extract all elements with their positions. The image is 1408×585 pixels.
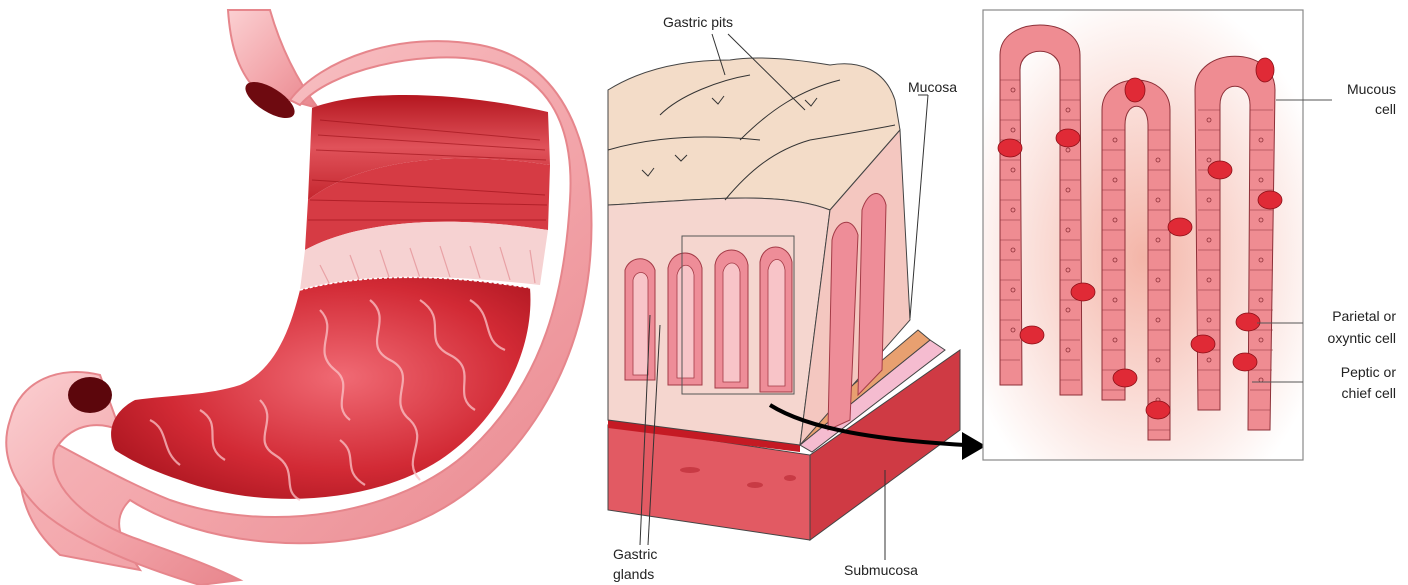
label-parietal-1: Parietal or [1290,308,1396,325]
label-mucous-cell-2: cell [1310,101,1396,118]
label-mucous-cell-1: Mucous [1310,81,1396,98]
pylorus-opening [68,377,112,413]
stomach-drawing [0,0,600,585]
label-submucosa: Submucosa [844,562,918,579]
label-gastric-pits: Gastric pits [663,14,733,31]
label-mucosa: Mucosa [908,79,957,96]
label-parietal-2: oxyntic cell [1290,330,1396,347]
label-gastric-glands-1: Gastric [613,546,657,563]
gastric-wall-diagram: Gastric pits Mucosa Gastric glands Submu… [600,0,990,585]
gland-detail-panel: Mucous cell Parietal or oxyntic cell Pep… [980,0,1408,585]
label-peptic-2: chief cell [1290,385,1396,402]
stomach-illustration [0,0,600,585]
label-peptic-1: Peptic or [1290,364,1396,381]
label-gastric-glands-2: glands [613,566,654,583]
